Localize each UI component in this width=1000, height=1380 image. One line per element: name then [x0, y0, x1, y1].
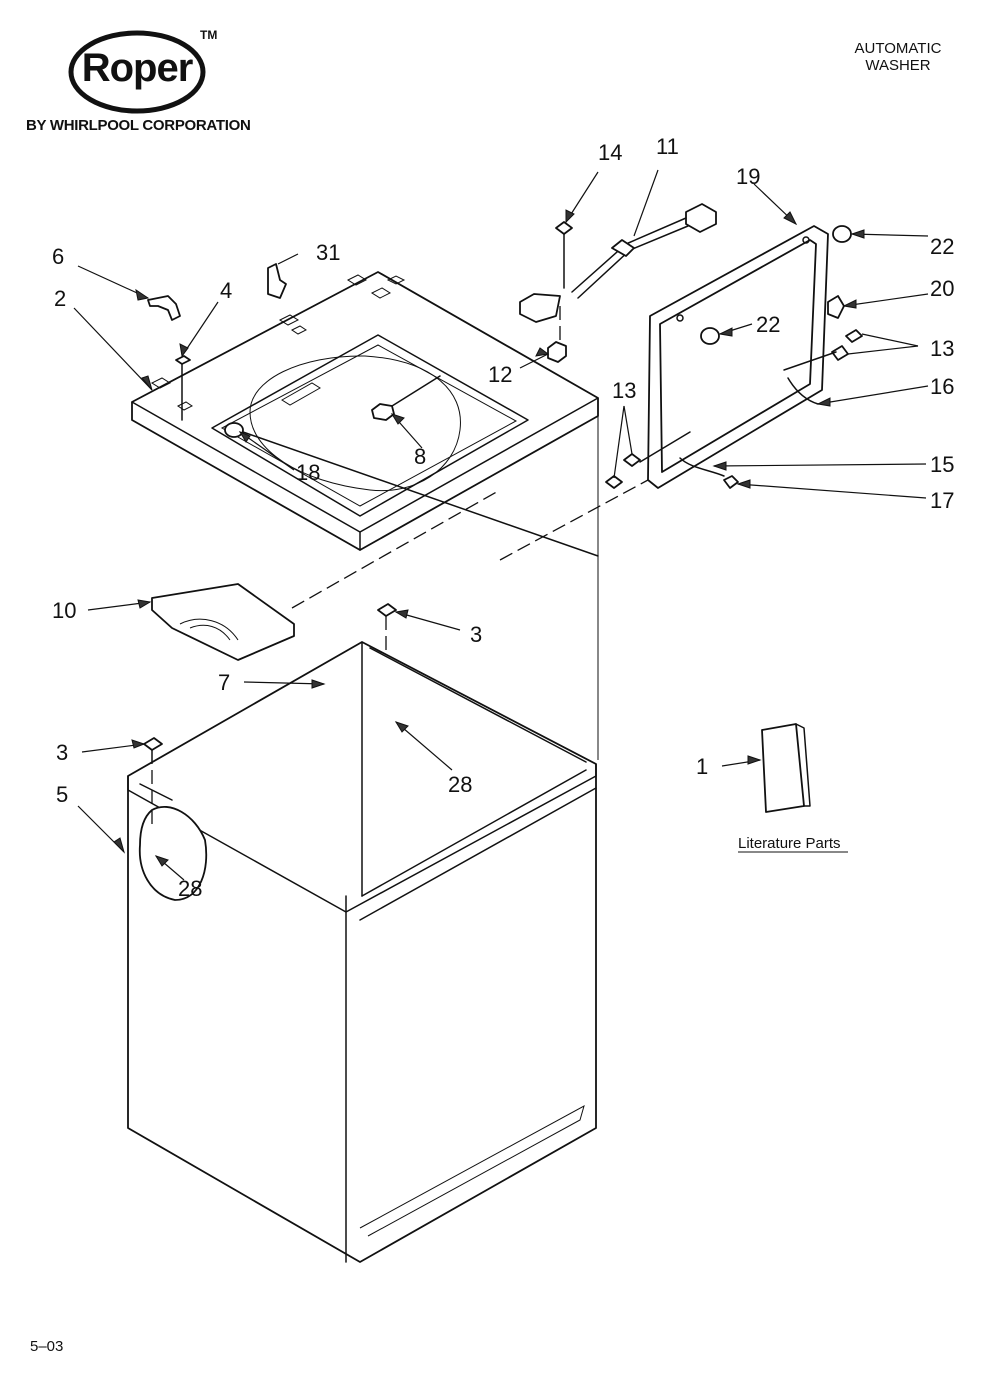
- callout-2: 2: [54, 286, 66, 311]
- clip-6: [147, 295, 181, 321]
- lid-switch-8: [371, 375, 441, 421]
- callout-13-left: 13: [612, 378, 636, 403]
- callout-3-upper: 3: [470, 622, 482, 647]
- screw-13-left: [605, 431, 691, 489]
- callout-19: 19: [736, 164, 760, 189]
- callout-11: 11: [656, 134, 679, 159]
- callout-3-lower: 3: [56, 740, 68, 765]
- callout-8: 8: [414, 444, 426, 469]
- callout-6: 6: [52, 244, 64, 269]
- screw-13-right: [783, 329, 863, 371]
- product-title: AUTOMATIC WASHER: [848, 40, 948, 74]
- roper-logo-oval: [68, 30, 206, 114]
- literature-booklet: [761, 723, 811, 813]
- callout-22-lower: 22: [756, 312, 780, 337]
- callout-28-upper: 28: [448, 772, 472, 797]
- cap-17: [723, 475, 739, 489]
- product-title-line1: AUTOMATIC: [854, 40, 942, 57]
- screw-14: [519, 221, 573, 323]
- manufacturer-byline: BY WHIRLPOOL CORPORATION: [26, 117, 251, 134]
- console-frame-19: [499, 225, 829, 561]
- part-18: [224, 422, 599, 557]
- callout-20: 20: [930, 276, 954, 301]
- clip-20: [827, 295, 845, 319]
- wire-harness-11: [571, 203, 717, 299]
- callout-12: 12: [488, 362, 512, 387]
- callout-5: 5: [56, 782, 68, 807]
- hose-15: [679, 457, 725, 477]
- arrowheads: [113, 209, 865, 867]
- callout-18: 18: [296, 460, 320, 485]
- top-panel: [131, 271, 599, 760]
- callout-7: 7: [218, 670, 230, 695]
- hose-16: [787, 377, 819, 405]
- callout-31: 31: [316, 240, 340, 265]
- nut-12: [547, 300, 567, 363]
- screw-4: [175, 355, 191, 421]
- callout-numbers: 6 2 4 31 14 11 12 19 22 20 22 13 16 13 1…: [52, 134, 954, 901]
- callout-4: 4: [220, 278, 232, 303]
- literature-parts-label: Literature Parts: [738, 835, 841, 852]
- panel-10: [151, 583, 295, 661]
- trademark-mark: TM: [200, 28, 218, 42]
- knob-22-upper: [832, 225, 852, 243]
- product-title-line2: WASHER: [865, 57, 931, 74]
- callout-10: 10: [52, 598, 76, 623]
- knob-22-lower: [700, 327, 720, 345]
- callout-28-lower: 28: [178, 876, 202, 901]
- callout-22-upper: 22: [930, 234, 954, 259]
- callout-13-right: 13: [930, 336, 954, 361]
- callout-15: 15: [930, 452, 954, 477]
- callout-14: 14: [598, 140, 622, 165]
- callout-16: 16: [930, 374, 954, 399]
- bracket-31: [267, 263, 287, 299]
- callout-1: 1: [696, 754, 708, 779]
- cabinet-5: [127, 641, 597, 1263]
- brand-logo-text: Roper: [81, 46, 194, 90]
- page-code: 5–03: [30, 1338, 64, 1355]
- callout-17: 17: [930, 488, 954, 513]
